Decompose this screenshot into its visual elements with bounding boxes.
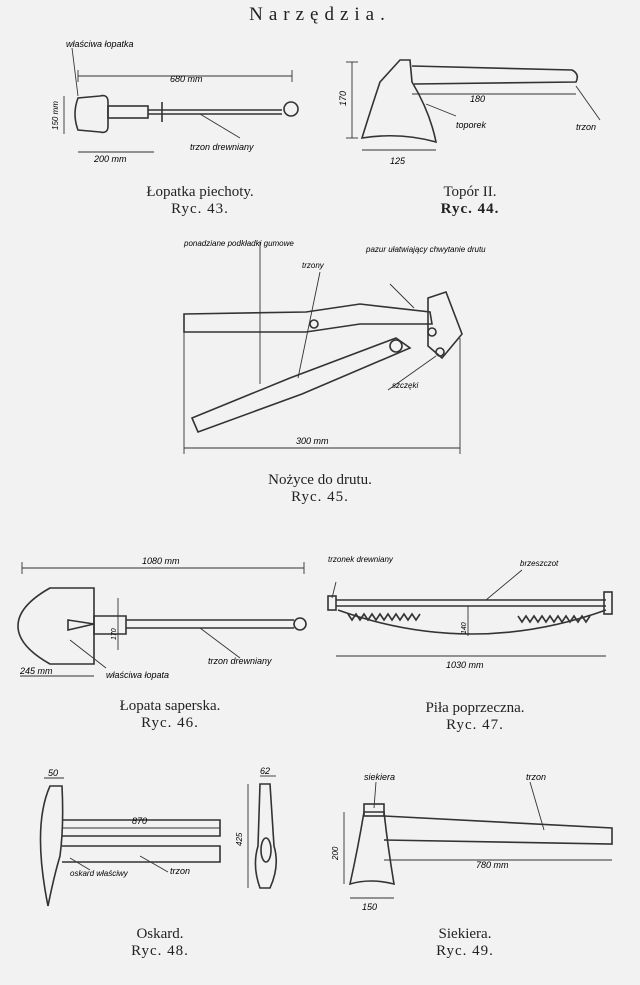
label-total: 680 mm [170,74,203,84]
figure-47-crosscut-saw: trzonek drewniany brzeszczot 140 1030 mm [327,555,613,670]
label-jaws: szczęki [392,381,418,390]
caption-47: Piła poprzeczna. Ryc. 47. [425,700,525,733]
label-length: 180 [470,94,485,104]
label-inner: 170 [111,628,118,640]
caption-45: Nożyce do drutu. Ryc. 45. [268,472,372,505]
label-total: 300 mm [296,436,329,446]
label-grip: trzonek drewniany [328,555,394,564]
caption-46: Łopata saperska. Ryc. 46. [119,698,221,731]
label-cutter: pazur ułatwiający chwytanie drutu [365,245,486,254]
label-frame: brzeszczot [520,559,559,568]
label-height: 200 [331,846,340,861]
caption-48: Oskard. Ryc. 48. [131,926,189,959]
label-handle: trzon [526,772,546,782]
figure-43-infantry-shovel: właściwa łopatka 680 mm 150 mm 200 mm tr… [51,39,299,164]
figure-46-sapper-shovel: 1080 mm 245 mm właściwa łopata trzon dre… [17,556,307,680]
label-handle: trzon drewniany [208,656,272,666]
caption-44: Topór II. Ryc. 44. [440,184,500,217]
label-grips: ponadziane podkładki gumowe [183,239,294,248]
label-handles: trzony [302,261,325,270]
label-blade: właściwa łopatka [66,39,134,49]
label-total: 1080 mm [142,556,180,566]
figure-48-pickaxe: 50 870 oskard właściwy trzon 62 425 [39,766,278,907]
label-width: 50 [48,768,58,778]
label-total: 1030 mm [446,660,484,670]
label-total: 870 [132,816,147,826]
label-handle: trzon drewniany [190,142,254,152]
label-width: 125 [390,156,406,166]
label-height: 140 [461,622,468,634]
label-handle: trzon [576,122,596,132]
page-title: Narzędzia. [249,4,391,25]
label-head-height: 425 [235,832,244,846]
label-handle-width: 62 [260,766,270,776]
label-handle: trzon [170,866,190,876]
label-head: siekiera [364,772,395,782]
label-head: toporek [456,120,487,130]
label-width: 150 [362,902,377,912]
figure-44-axe: 170 180 toporek trzon 125 [338,59,601,166]
label-total: 780 mm [476,860,509,870]
label-blade: właściwa łopata [106,670,169,680]
label-width: 245 mm [19,666,53,676]
label-length: 200 mm [93,154,127,164]
caption-49: Siekiera. Ryc. 49. [436,926,494,959]
caption-43: Łopatka piechoty. Ryc. 43. [146,184,254,217]
figure-49-hatchet: siekiera trzon 200 780 mm 150 [331,772,613,912]
label-height: 170 [338,91,348,106]
figure-45-wire-cutters: ponadziane podkładki gumowe trzony pazur… [183,239,486,454]
label-width: 150 mm [51,101,60,130]
label-head: oskard właściwy [70,869,129,878]
